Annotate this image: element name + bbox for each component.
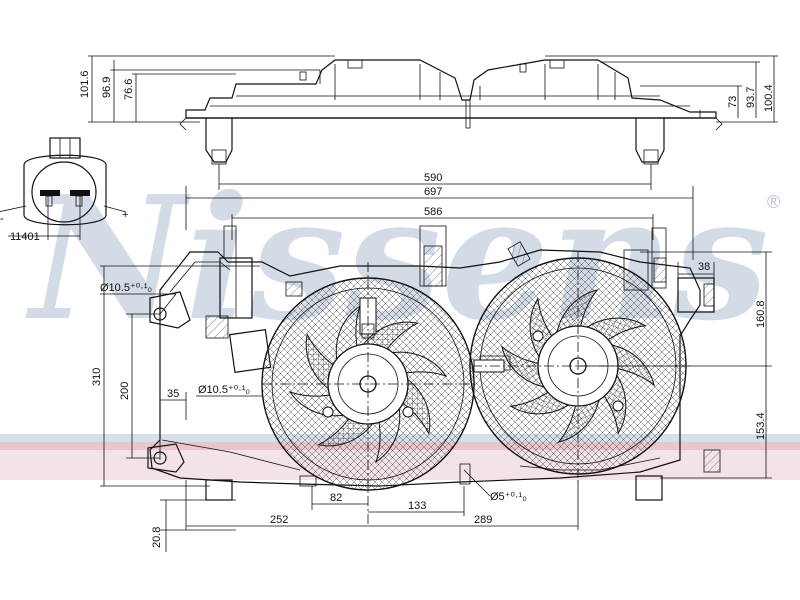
hole-small-callout: Ø5⁺⁰·¹₀ [490,491,527,503]
dim-160-8: 160.8 [755,300,767,328]
dim-133: 133 [408,500,426,512]
dim-76-6: 76.6 [123,79,135,100]
dim-310: 310 [91,368,103,386]
dim-252: 252 [270,514,288,526]
hole-upper-callout: Ø10.5⁺⁰·¹₀ [100,282,152,294]
dim-586: 586 [424,206,442,218]
dim-38: 38 [698,261,710,273]
front-view [147,225,721,501]
connector-code: 11401 [10,231,40,243]
dim-200: 200 [119,382,131,400]
dim-96-9: 96.9 [101,77,113,98]
dim-20-8: 20.8 [151,527,163,548]
dim-289: 289 [474,514,492,526]
front-view-dimensions: 586 38 160.8 153.4 310 200 35 Ø10.5⁺⁰·¹₀ [91,206,772,552]
connector-plus: + [122,209,128,221]
dim-100-4: 100.4 [763,84,775,112]
dim-73: 73 [727,96,739,108]
dim-697: 697 [424,186,442,198]
dim-93-7: 93.7 [745,87,757,108]
hole-middle-callout: Ø10.5⁺⁰·¹₀ [198,384,250,396]
connector-plug: - + 11401 [0,137,128,243]
dim-101-6: 101.6 [79,70,91,98]
top-view-dimensions: 101.6 96.9 76.6 73 93.7 100.4 590 697 [79,55,778,260]
connector-minus: - [0,213,4,225]
dim-153-4: 153.4 [755,412,767,440]
registered-mark: ® [767,192,780,212]
dim-590: 590 [424,172,442,184]
dim-82: 82 [330,492,342,504]
top-view [179,59,723,165]
dim-35: 35 [167,388,179,400]
